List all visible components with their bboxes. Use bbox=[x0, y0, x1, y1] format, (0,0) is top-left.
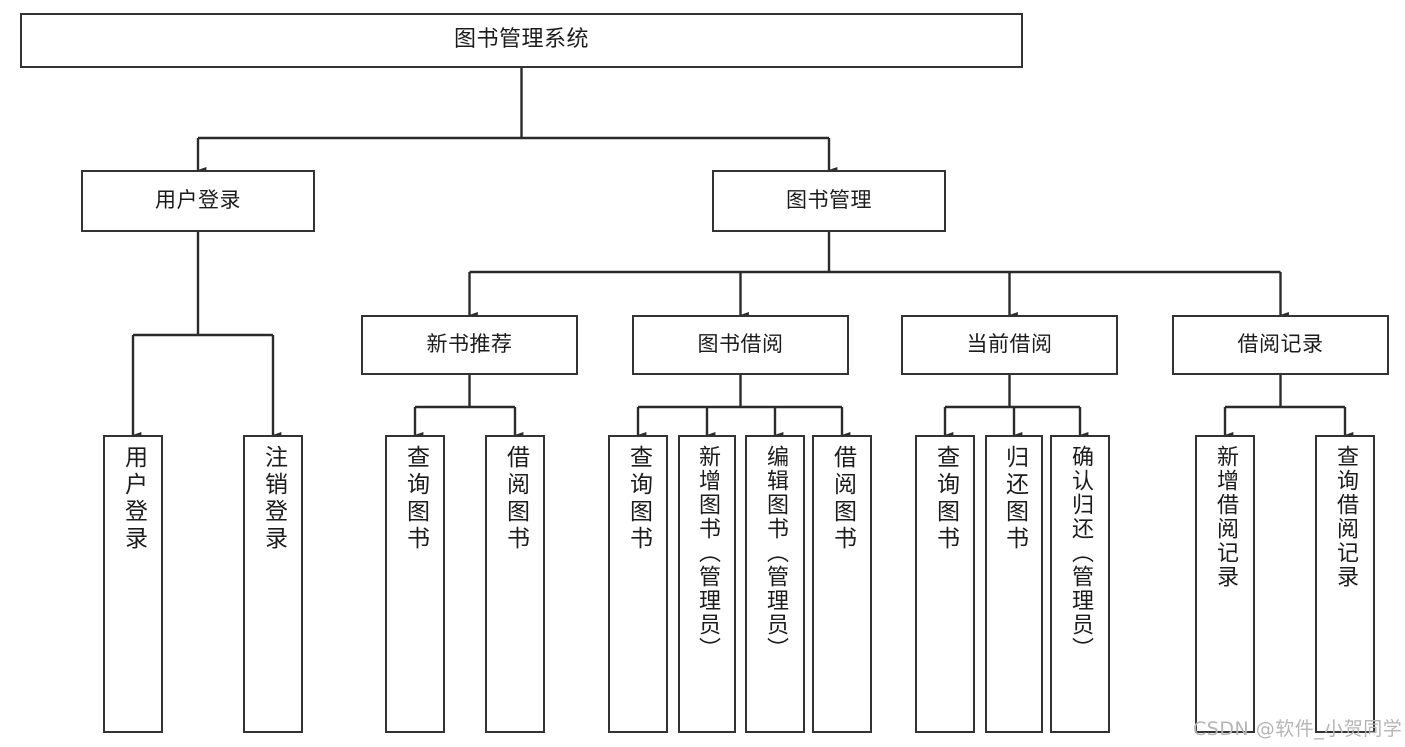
node-label: 查询图书 bbox=[932, 445, 959, 553]
node-leaf-3[interactable]: 查询图书 bbox=[385, 435, 445, 733]
node-label: 注销登录 bbox=[260, 445, 287, 553]
node-label: 借阅记录 bbox=[1237, 332, 1324, 357]
node-login[interactable]: 用户登录 bbox=[81, 170, 315, 232]
node-label: 借阅图书 bbox=[829, 445, 856, 553]
node-label: 查询图书 bbox=[402, 445, 429, 553]
node-records[interactable]: 借阅记录 bbox=[1172, 315, 1389, 375]
node-current[interactable]: 当前借阅 bbox=[901, 315, 1118, 375]
node-label: 图书借阅 bbox=[697, 332, 784, 357]
node-root[interactable]: 图书管理系统 bbox=[20, 13, 1023, 68]
node-leaf-10[interactable]: 归还图书 bbox=[985, 435, 1043, 733]
node-leaf-2[interactable]: 注销登录 bbox=[243, 435, 303, 733]
node-leaf-4[interactable]: 借阅图书 bbox=[485, 435, 545, 733]
node-bookmgmt[interactable]: 图书管理 bbox=[712, 170, 946, 232]
connector-lines bbox=[131, 68, 1354, 438]
node-leaf-13[interactable]: 查询借阅记录 bbox=[1315, 435, 1375, 733]
watermark: CSDN @软件_小贺同学 bbox=[1193, 718, 1403, 740]
node-label: 编辑图书（管理员） bbox=[763, 445, 788, 661]
node-label: 查询借阅记录 bbox=[1333, 445, 1358, 589]
node-leaf-8[interactable]: 借阅图书 bbox=[812, 435, 872, 733]
node-leaf-9[interactable]: 查询图书 bbox=[915, 435, 975, 733]
node-leaf-11[interactable]: 确认归还（管理员） bbox=[1050, 435, 1110, 733]
node-label: 图书管理系统 bbox=[453, 27, 589, 53]
node-leaf-6[interactable]: 新增图书（管理员） bbox=[678, 435, 736, 733]
node-borrow[interactable]: 图书借阅 bbox=[632, 315, 849, 375]
node-label: 用户登录 bbox=[155, 188, 241, 213]
node-label: 新书推荐 bbox=[426, 332, 513, 357]
node-label: 新增借阅记录 bbox=[1213, 445, 1238, 589]
node-label: 归还图书 bbox=[1001, 445, 1028, 553]
node-leaf-12[interactable]: 新增借阅记录 bbox=[1195, 435, 1255, 733]
node-label: 借阅图书 bbox=[502, 445, 529, 553]
node-leaf-7[interactable]: 编辑图书（管理员） bbox=[745, 435, 805, 733]
node-newbook[interactable]: 新书推荐 bbox=[361, 315, 578, 375]
node-label: 确认归还（管理员） bbox=[1068, 445, 1093, 661]
node-label: 查询图书 bbox=[625, 445, 652, 553]
node-label: 图书管理 bbox=[786, 188, 872, 213]
node-label: 用户登录 bbox=[120, 445, 147, 553]
node-leaf-1[interactable]: 用户登录 bbox=[103, 435, 163, 733]
node-leaf-5[interactable]: 查询图书 bbox=[608, 435, 668, 733]
node-label: 新增图书（管理员） bbox=[695, 445, 720, 661]
node-label: 当前借阅 bbox=[966, 332, 1053, 357]
